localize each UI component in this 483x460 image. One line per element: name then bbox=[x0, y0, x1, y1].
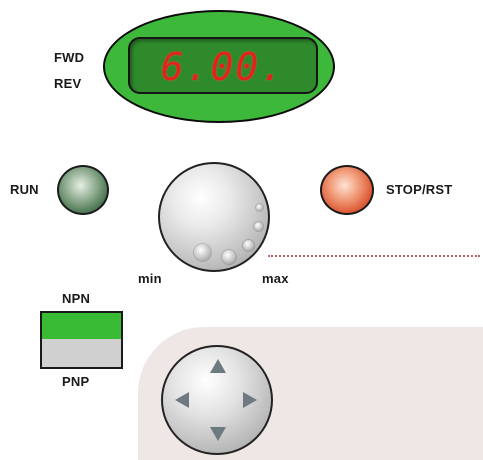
arrow-down-icon[interactable] bbox=[210, 427, 226, 441]
frequency-knob[interactable] bbox=[158, 162, 270, 272]
knob-step-dot bbox=[254, 222, 263, 231]
direction-pad[interactable] bbox=[161, 345, 273, 455]
knob-step-dot bbox=[194, 244, 211, 261]
stop-reset-label: STOP/RST bbox=[386, 182, 453, 197]
knob-step-dot bbox=[256, 204, 263, 211]
knob-max-label: max bbox=[262, 271, 289, 286]
arrow-right-icon[interactable] bbox=[243, 392, 257, 408]
arrow-up-icon[interactable] bbox=[210, 359, 226, 373]
stop-reset-button[interactable] bbox=[320, 165, 374, 215]
lcd-display: 6.00. bbox=[128, 37, 318, 94]
switch-pnp-segment[interactable] bbox=[42, 339, 121, 367]
knob-step-dot bbox=[222, 250, 236, 264]
dotted-guide-line bbox=[268, 255, 480, 257]
pnp-label: PNP bbox=[62, 374, 90, 389]
run-button[interactable] bbox=[57, 165, 109, 215]
knob-min-label: min bbox=[138, 271, 162, 286]
arrow-left-icon[interactable] bbox=[175, 392, 189, 408]
lcd-value: 6.00. bbox=[160, 45, 286, 89]
run-label: RUN bbox=[10, 182, 39, 197]
knob-step-dot bbox=[243, 240, 254, 251]
switch-npn-segment[interactable] bbox=[42, 313, 121, 341]
npn-pnp-switch[interactable] bbox=[40, 311, 123, 369]
npn-label: NPN bbox=[62, 291, 91, 306]
rev-label: REV bbox=[54, 76, 82, 91]
fwd-label: FWD bbox=[54, 50, 85, 65]
